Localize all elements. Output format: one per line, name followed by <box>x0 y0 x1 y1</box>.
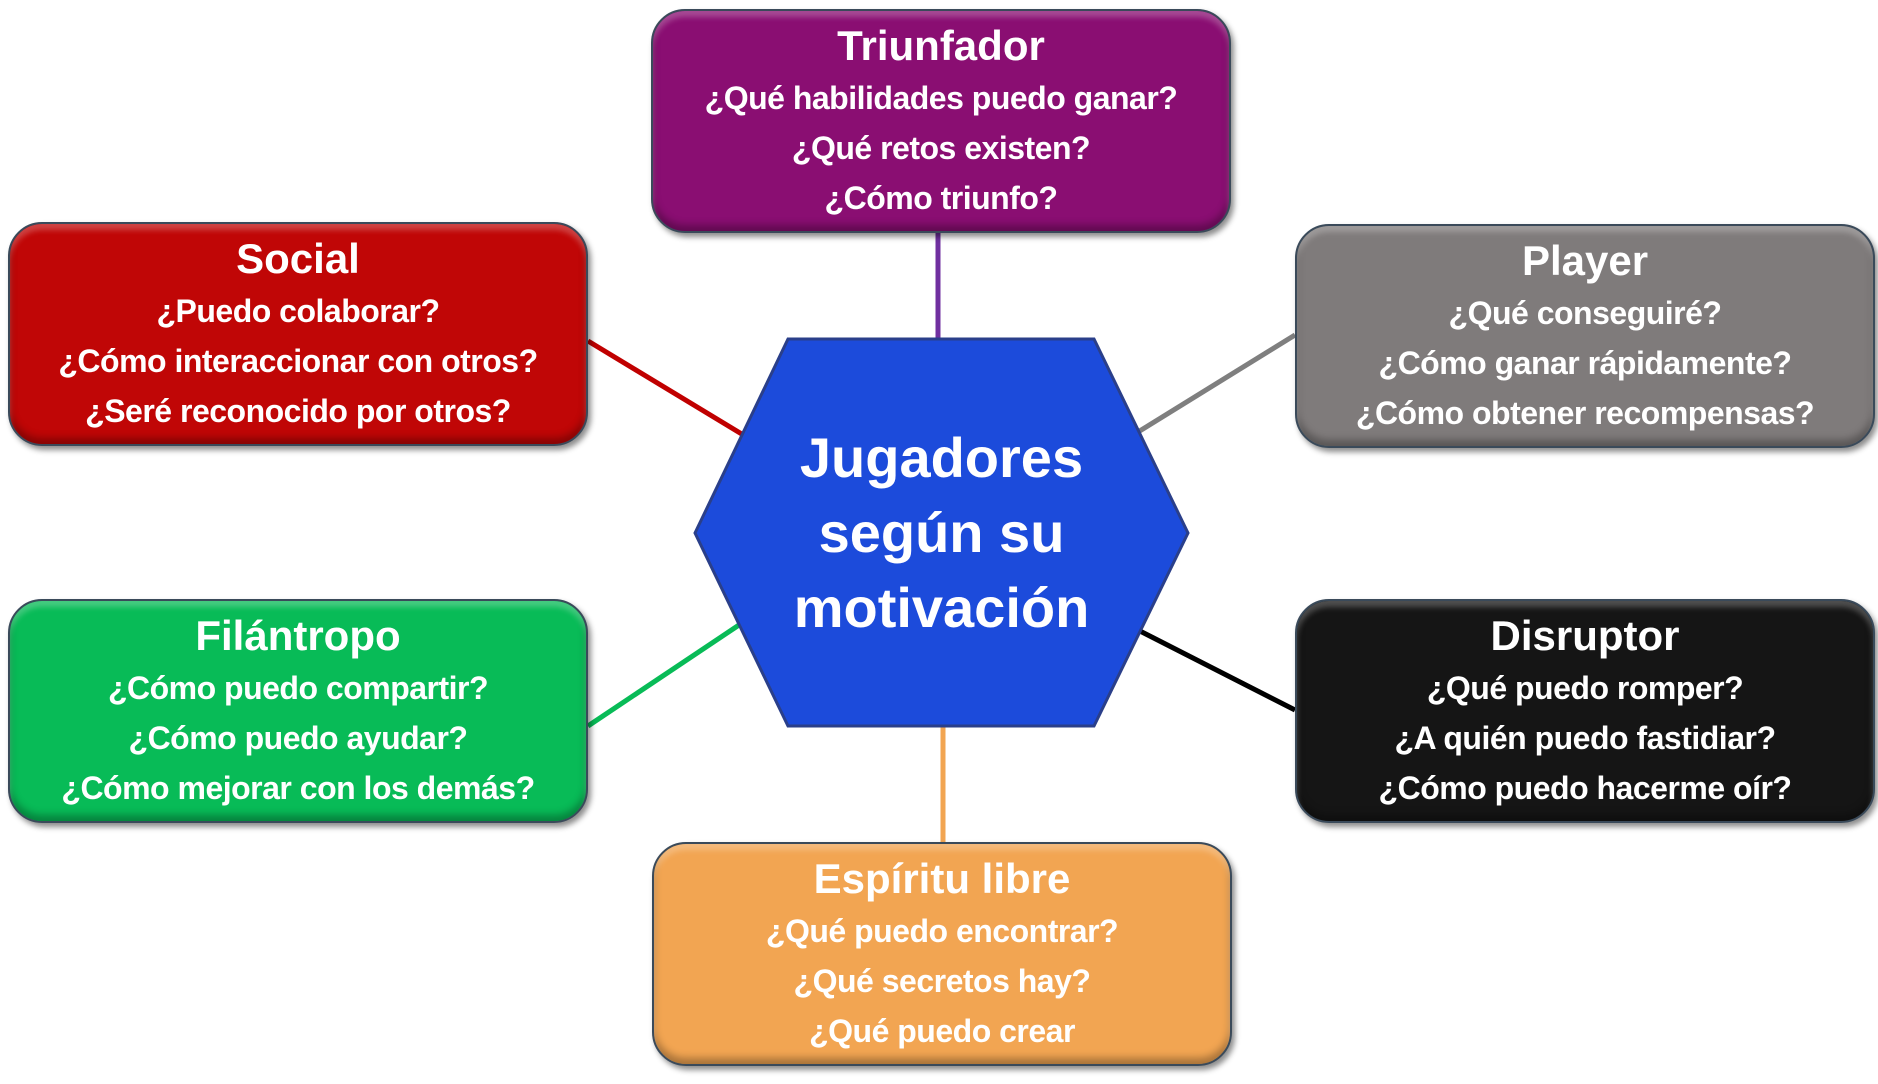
box-disruptor: Disruptor ¿Qué puedo romper? ¿A quién pued… <box>1295 599 1875 823</box>
box-question: ¿Cómo mejorar con los demás? <box>61 770 535 806</box>
connector-social <box>586 338 747 439</box>
box-title: Player <box>1521 237 1649 284</box>
box-question: ¿Qué puedo crear <box>809 1013 1075 1049</box>
box-question: ¿Cómo obtener recompensas? <box>1355 395 1815 431</box>
box-question: ¿Puedo colaborar? <box>156 293 440 329</box>
box-question: ¿Qué conseguiré? <box>1448 295 1722 331</box>
box-question: ¿Cómo puedo ayudar? <box>128 720 468 756</box>
box-title: Filántropo <box>195 612 401 659</box>
center-hexagon <box>693 337 1190 728</box>
box-question: ¿A quién puedo fastidiar? <box>1394 720 1776 756</box>
box-question: ¿Qué puedo romper? <box>1426 670 1744 706</box>
box-title: Espíritu libre <box>813 855 1071 902</box>
box-triunfador: Triunfador ¿Qué habilidades puedo ganar? ¿… <box>651 9 1231 233</box>
box-question: ¿Qué secretos hay? <box>793 963 1091 999</box>
box-social: Social ¿Puedo colaborar? ¿Cómo interaccion… <box>8 222 588 446</box>
box-question: ¿Seré reconocido por otros? <box>85 393 511 429</box>
center-label: Jugadores según su motivación <box>695 339 1188 726</box>
box-question: ¿Cómo ganar rápidamente? <box>1378 345 1792 381</box>
box-title: Social <box>236 235 360 282</box>
connector-filantropo <box>586 620 744 729</box>
center-line: motivación <box>793 576 1090 639</box>
box-title: Disruptor <box>1490 612 1680 659</box>
connector-disruptor <box>1138 628 1297 713</box>
box-question: ¿Qué habilidades puedo ganar? <box>704 80 1178 116</box>
center-line: Jugadores <box>799 426 1084 489</box>
connector-player <box>1136 332 1297 435</box>
center-line: según su <box>818 501 1065 564</box>
box-question: ¿Cómo triunfo? <box>824 180 1058 216</box>
box-question: ¿Qué retos existen? <box>791 130 1091 166</box>
box-title: Triunfador <box>837 22 1045 69</box>
box-question: ¿Cómo puedo compartir? <box>107 670 489 706</box>
box-player: Player ¿Qué conseguiré? ¿Cómo ganar rápida… <box>1295 224 1875 448</box>
box-espiritu: Espíritu libre ¿Qué puedo encontrar? ¿Qué … <box>652 842 1232 1066</box>
box-question: ¿Qué puedo encontrar? <box>765 913 1119 949</box>
box-filantropo: Filántropo ¿Cómo puedo compartir? ¿Cómo pu… <box>8 599 588 823</box>
box-question: ¿Cómo puedo hacerme oír? <box>1378 770 1792 806</box>
box-question: ¿Cómo interaccionar con otros? <box>58 343 538 379</box>
